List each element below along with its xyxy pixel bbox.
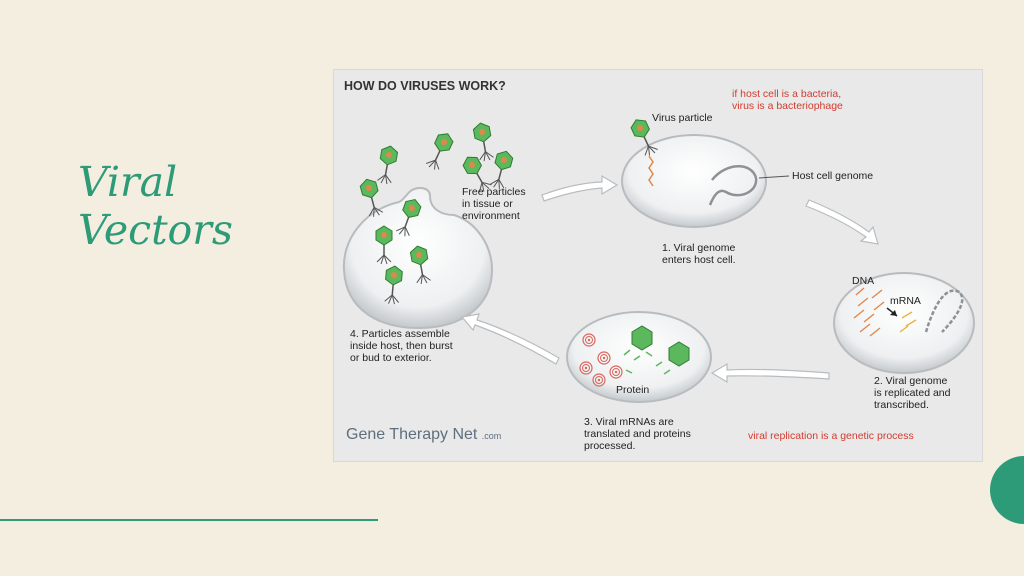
label-host-cell-genome: Host cell genome <box>792 170 874 182</box>
host-genome-cell-2 <box>924 289 964 333</box>
label-mrna: mRNA <box>890 295 921 307</box>
host-cell-1 <box>621 134 767 228</box>
brand-suffix: .com <box>481 431 502 441</box>
virus-lifecycle-figure: HOW DO VIRUSES WORK? if host cell is a b… <box>333 69 983 462</box>
note-genetic-process: viral replication is a genetic process <box>748 430 914 442</box>
dna-strands <box>853 287 885 337</box>
host-cell-2 <box>833 272 975 374</box>
host-cell-genome-loop <box>708 165 758 206</box>
label-free-particles: Free particles in tissue or environment <box>462 186 526 222</box>
mrna-strands <box>899 311 917 333</box>
accent-line <box>0 519 378 521</box>
protein-fragments <box>623 349 671 375</box>
step-4-text: 4. Particles assemble inside host, then … <box>350 328 453 364</box>
note-bacteria: if host cell is a bacteria, virus is a b… <box>732 88 843 112</box>
assembled-capsids <box>631 325 690 367</box>
slide-title-line-1: Viral <box>78 158 178 206</box>
free-phage-particles <box>423 120 515 195</box>
virus-particle-injecting <box>628 115 661 187</box>
label-dna: DNA <box>852 275 875 287</box>
label-protein: Protein <box>616 384 650 396</box>
slide-title-line-2: Vectors <box>78 206 233 254</box>
lifecycle-illustration <box>342 115 975 403</box>
step-3-text: 3. Viral mRNAs are translated and protei… <box>584 416 691 452</box>
accent-circle <box>990 456 1024 524</box>
slide-title: Viral Vectors <box>78 158 278 254</box>
cycle-arrows <box>460 174 879 384</box>
brand-watermark: Gene Therapy Net .com <box>346 426 501 444</box>
step-1-text: 1. Viral genome enters host cell. <box>662 242 736 266</box>
brand-name: Gene Therapy Net <box>346 426 478 443</box>
label-virus-particle: Virus particle <box>652 112 713 124</box>
step-2-text: 2. Viral genome is replicated and transc… <box>874 375 951 411</box>
figure-heading: HOW DO VIRUSES WORK? <box>344 79 506 93</box>
